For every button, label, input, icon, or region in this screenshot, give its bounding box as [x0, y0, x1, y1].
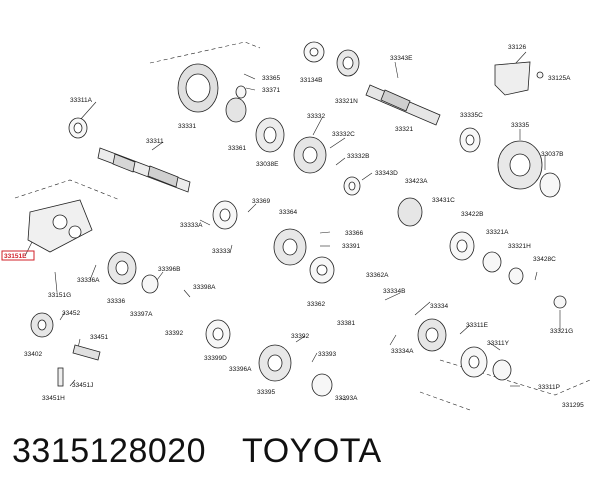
cover-plate-33151e — [27, 199, 93, 253]
part-label-33362: 33362 — [307, 301, 325, 308]
part-label-33398a: 33398A — [193, 284, 216, 291]
part-label-33038e: 33038E — [256, 161, 279, 168]
part-label-33332: 33332 — [307, 113, 325, 120]
part-label-33366: 33366 — [345, 230, 363, 237]
part-label-33392-b: 33392 — [291, 333, 309, 340]
part-label-33311p: 33311P — [538, 384, 560, 391]
sleeve-33395 — [258, 344, 292, 382]
part-label-33422b: 33422B — [461, 211, 483, 218]
hub-33037b — [497, 140, 561, 198]
bearing-33332b — [343, 176, 361, 196]
brand-name: TOYOTA — [242, 432, 382, 470]
gear-33361 — [225, 85, 247, 123]
part-label-33126: 33126 — [508, 44, 526, 51]
part-label-33395: 33395 — [257, 389, 275, 396]
selected-part-highlight — [1, 250, 35, 261]
part-label-33391: 33391 — [342, 243, 360, 250]
part-label-33343d: 33343D — [375, 170, 398, 177]
part-label-33397a: 33397A — [130, 311, 153, 318]
gear-33336 — [107, 251, 137, 285]
part-label-33321h: 33321H — [508, 243, 531, 250]
gear-33362 — [309, 256, 335, 284]
bearing-33335c — [459, 127, 481, 153]
part-label-33399d: 33399D — [204, 355, 227, 362]
part-label-33393a: 33393A — [335, 395, 358, 402]
part-label-33333: 33333 — [212, 248, 230, 255]
gear-33402 — [30, 312, 54, 338]
part-label-33134b: 33134B — [300, 77, 322, 84]
bearing-33321n — [336, 49, 360, 77]
gear-33334 — [417, 318, 447, 352]
part-label-33335: 33335 — [511, 122, 529, 129]
synchro-ring-large — [177, 63, 219, 113]
part-label-33365: 33365 — [262, 75, 280, 82]
sleeve-33364 — [273, 228, 307, 266]
part-label-33037b: 33037B — [541, 151, 563, 158]
part-label-33151g: 33151G — [48, 292, 71, 299]
pin-33451 — [72, 344, 101, 361]
part-label-331295: 331295 — [562, 402, 584, 409]
nut-33321g — [553, 295, 567, 309]
part-label-33452: 33452 — [62, 310, 80, 317]
part-label-33396a: 33396A — [229, 366, 252, 373]
part-label-33396b: 33396B — [158, 266, 180, 273]
gear-33335 — [293, 136, 327, 174]
part-label-33393: 33393 — [318, 351, 336, 358]
bearing-33134b — [303, 41, 325, 63]
part-label-33331: 33331 — [178, 123, 196, 130]
gear-33333 — [212, 200, 238, 230]
part-label-33334a: 33334A — [391, 348, 414, 355]
part-label-33423a: 33423A — [405, 178, 428, 185]
transmission-exploded-diagram: 33126 33343E 33125A 33365 33371 33134B 3… — [1, 41, 591, 411]
gear-33423a — [397, 197, 423, 227]
part-label-33311: 33311 — [146, 138, 164, 145]
bracket-33126 — [494, 61, 544, 96]
part-footer: 3315128020 TOYOTA — [12, 432, 382, 482]
part-label-33402: 33402 — [24, 351, 42, 358]
counter-shaft — [365, 84, 441, 126]
part-label-33451: 33451 — [90, 334, 108, 341]
part-label-33151e: 33151E — [4, 253, 27, 260]
part-label-33334: 33334 — [430, 303, 448, 310]
part-label-33336a: 33336A — [77, 277, 100, 284]
part-label-33428c: 33428C — [533, 256, 556, 263]
part-label-33334b: 33334B — [383, 288, 405, 295]
bearing-33311e — [460, 346, 488, 378]
part-label-33362a: 33362A — [366, 272, 389, 279]
part-label-33311a: 33311A — [70, 97, 93, 104]
gear-33321a — [449, 231, 524, 285]
part-label-33332c: 33332C — [332, 131, 355, 138]
part-label-33321: 33321 — [395, 126, 413, 133]
part-label-33392: 33392 — [165, 330, 183, 337]
part-label-33343e: 33343E — [390, 55, 413, 62]
part-label-33451h: 33451H — [42, 395, 65, 402]
part-label-33364: 33364 — [279, 209, 297, 216]
ring-33311y — [492, 359, 512, 381]
shaft-bearing — [68, 117, 88, 139]
part-label-33321n: 33321N — [335, 98, 358, 105]
gear-33399d — [205, 319, 231, 349]
part-label-33361: 33361 — [228, 145, 246, 152]
part-label-33381: 33381 — [337, 320, 355, 327]
part-label-33431c: 33431C — [432, 197, 455, 204]
part-label-33369: 33369 — [252, 198, 270, 205]
part-label-33321g: 33321G — [550, 328, 573, 335]
part-label-33311e: 33311E — [466, 322, 489, 329]
part-label-33311y: 33311Y — [487, 340, 510, 347]
part-label-33371: 33371 — [262, 87, 280, 94]
part-label-33335c: 33335C — [460, 112, 483, 119]
part-label-33333a: 33333A — [180, 222, 203, 229]
output-shaft — [97, 147, 191, 193]
part-label-33451j: 33451J — [72, 382, 93, 389]
part-number: 3315128020 — [12, 432, 207, 470]
part-label-33125a: 33125A — [548, 75, 571, 82]
part-label-33321a: 33321A — [486, 229, 509, 236]
bolt-33451h — [57, 367, 64, 387]
ring-33397a — [141, 274, 159, 294]
part-label-33336: 33336 — [107, 298, 125, 305]
hub-33393 — [311, 373, 333, 397]
gear-33332 — [255, 117, 285, 153]
part-label-33332b: 33332B — [347, 153, 369, 160]
